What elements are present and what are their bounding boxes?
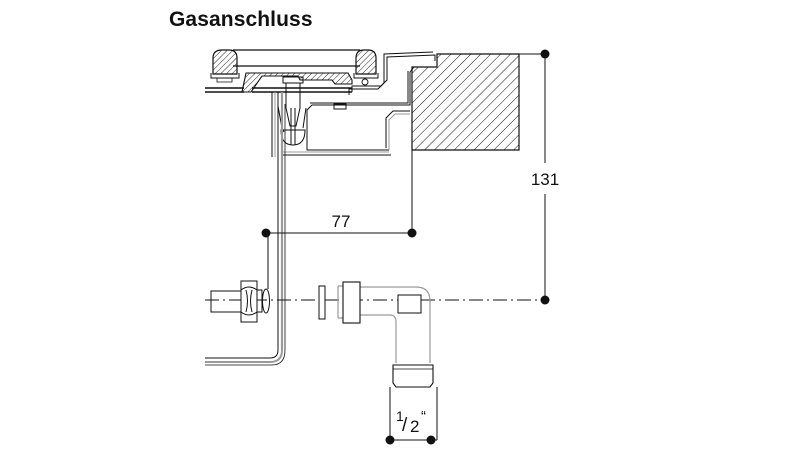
dimension-point-bottom [540, 295, 550, 305]
dimension-thread: 1 / 2 “ [385, 394, 438, 445]
thread-denominator: 2 [410, 417, 419, 436]
worktop-section [411, 53, 520, 151]
gas-inlet-fitting [210, 233, 270, 323]
dimension-label-height: 131 [531, 170, 559, 189]
thread-unit: “ [421, 408, 426, 425]
dimension-height: 131 [519, 49, 559, 305]
sealing-washer [318, 285, 326, 320]
dimension-point-thread-left [385, 435, 395, 445]
thread-fraction-slash: / [402, 415, 408, 436]
pan-support [210, 49, 379, 86]
dimension-point-left [261, 228, 271, 238]
elbow-fitting [337, 281, 438, 394]
dimension-point-right [407, 228, 417, 238]
housing-wall [205, 92, 286, 366]
mounting-block [333, 103, 347, 110]
dimension-point-top [540, 49, 550, 59]
burner-cap [241, 72, 353, 93]
dimension-point-thread-right [426, 435, 436, 445]
hob-plate [205, 87, 352, 93]
dimension-label-depth: 77 [332, 212, 351, 231]
hob-frame-profile [283, 51, 438, 156]
diagram-title: Gasanschluss [169, 8, 313, 31]
dimension-depth: 77 [261, 150, 417, 238]
thread-numerator: 1 [396, 408, 404, 424]
